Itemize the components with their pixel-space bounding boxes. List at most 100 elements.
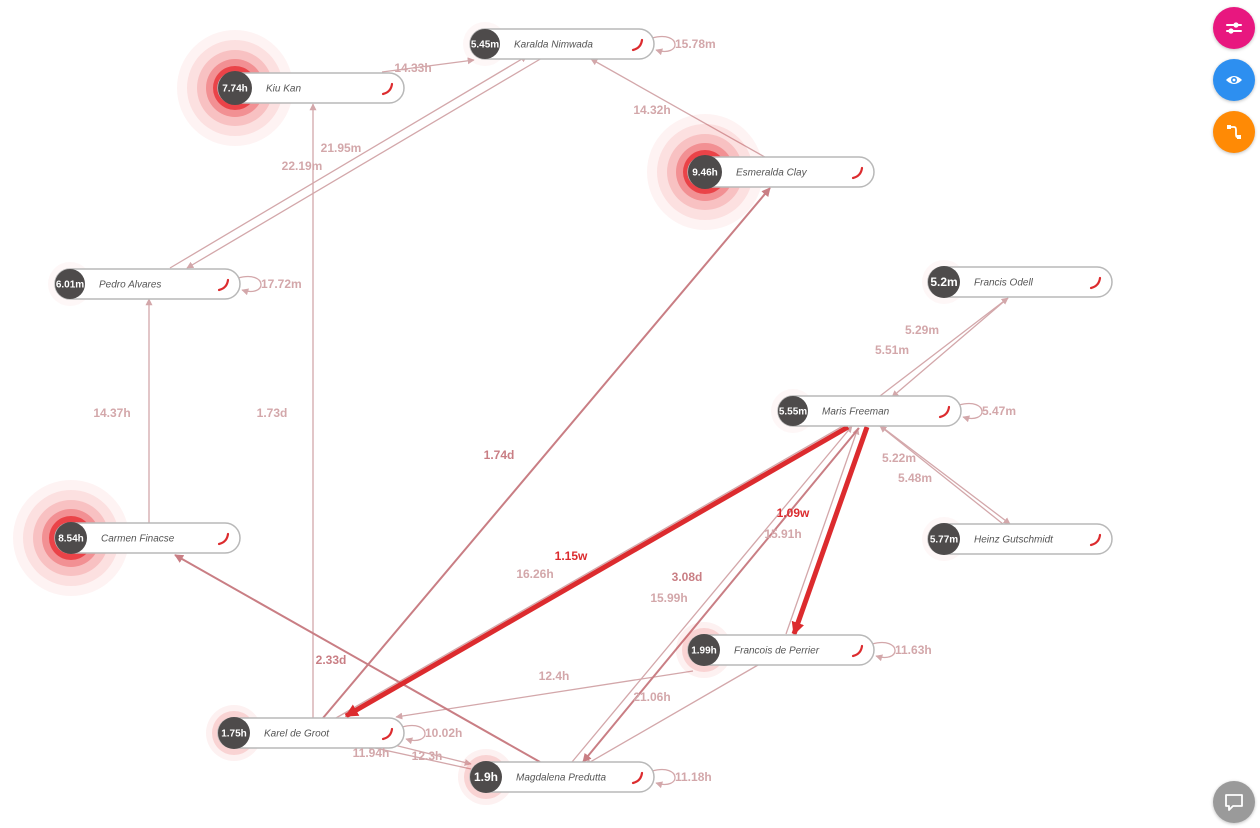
edge-magdalena-to-carmen[interactable] [174, 554, 541, 763]
self-loop-pedro[interactable] [237, 275, 262, 296]
node-name: Maris Freeman [822, 407, 890, 418]
node-name: Francois de Perrier [734, 646, 820, 657]
edge-kiu-to-karalda[interactable] [381, 57, 475, 73]
edge-label-esmeralda-to-karalda: 14.32h [633, 103, 670, 117]
edge-maris-to-francois[interactable] [791, 426, 870, 636]
edge-heinz-to-maris[interactable] [879, 425, 1004, 525]
edge-maris-to-magdalena[interactable] [582, 427, 860, 763]
duration-value: 5.77m [930, 535, 958, 546]
edge-label-karel-to-maris: 16.26h [516, 567, 553, 581]
node-name: Heinz Gutschmidt [974, 535, 1054, 546]
node-pedro[interactable]: 17.72m Pedro Alvares 6.01m [48, 262, 302, 306]
edge-maris-to-heinz[interactable] [881, 426, 1011, 525]
edge-label-maris-to-francois: 1.09w [777, 506, 810, 520]
duration-bubble [218, 717, 250, 749]
duration-value: 1.99h [691, 646, 717, 657]
duration-bubble [928, 523, 960, 555]
filter-button[interactable] [1213, 7, 1255, 49]
path-button[interactable] [1213, 111, 1255, 153]
activity-gauge-icon [851, 166, 864, 180]
node-name: Magdalena Predutta [516, 773, 607, 784]
duration-value: 9.46h [692, 168, 718, 179]
edge-label-maris-to-karel: 1.15w [555, 549, 588, 563]
activity-gauge-icon [217, 278, 230, 292]
edge-karel-to-maris[interactable] [335, 421, 851, 719]
node-magdalena[interactable]: 11.18h Magdalena Predutta 1.9h [458, 749, 712, 805]
node-heinz[interactable]: Heinz Gutschmidt 5.77m [922, 517, 1113, 561]
edge-label-francis-to-maris: 5.51m [875, 343, 909, 357]
node-name: Kiu Kan [266, 84, 301, 95]
route-icon [1227, 125, 1241, 139]
activity-gauge-icon [217, 532, 230, 546]
duration-value: 6.01m [56, 280, 84, 291]
activity-gauge-icon [631, 771, 644, 785]
edge-karel-to-esmeralda[interactable] [322, 187, 771, 719]
node-name: Karel de Groot [264, 729, 330, 740]
eye-icon [1226, 76, 1242, 84]
node-esmeralda[interactable]: Esmeralda Clay 9.46h [647, 114, 875, 230]
self-loop-label: 17.72m [261, 277, 302, 291]
self-loop-francois[interactable] [871, 641, 896, 662]
duration-bubble [928, 266, 960, 298]
view-button[interactable] [1213, 59, 1255, 101]
self-loop-magdalena[interactable] [651, 768, 676, 789]
node-name: Karalda Nimwada [514, 40, 593, 51]
duration-bubble [218, 71, 252, 105]
duration-value: 7.74h [222, 84, 248, 95]
edge-label-magdalena-to-carmen: 2.33d [316, 653, 347, 667]
edge-label-kiu-to-karalda: 14.33h [394, 61, 431, 75]
self-loop-label: 11.18h [675, 770, 712, 784]
edge-label-karel-to-esmeralda: 1.74d [484, 448, 515, 462]
duration-value: 1.9h [474, 770, 498, 784]
duration-bubble [688, 155, 722, 189]
node-kiu[interactable]: Kiu Kan 7.74h [177, 30, 405, 146]
edge-magdalena-to-karel[interactable] [365, 743, 472, 770]
edge-karalda-to-pedro[interactable] [186, 57, 543, 269]
edge-francis-to-maris[interactable] [891, 297, 1009, 398]
edge-label-karel-to-kiu: 1.73d [257, 406, 288, 420]
self-loop-karalda[interactable] [651, 35, 676, 56]
duration-bubble [470, 761, 502, 793]
edge-layer [145, 55, 1011, 770]
edge-karel-to-magdalena[interactable] [389, 743, 472, 766]
edge-francois-to-magdalena[interactable] [584, 664, 759, 766]
node-name: Pedro Alvares [99, 280, 161, 291]
duration-value: 5.2m [930, 275, 957, 289]
self-loop-maris[interactable] [958, 402, 983, 423]
edge-label-francois-to-magdalena: 21.06h [633, 690, 670, 704]
self-loop-label: 10.02h [425, 726, 462, 740]
chat-bubble-icon [1225, 794, 1243, 811]
edge-maris-to-karel[interactable] [344, 424, 850, 719]
duration-bubble [470, 29, 500, 59]
activity-gauge-icon [381, 727, 394, 741]
activity-gauge-icon [381, 82, 394, 96]
edge-label-maris-to-francis: 5.29m [905, 323, 939, 337]
duration-bubble [55, 522, 87, 554]
duration-value: 5.45m [471, 40, 499, 51]
node-name: Esmeralda Clay [736, 168, 808, 179]
edge-label-heinz-to-maris: 5.48m [898, 471, 932, 485]
edge-francois-to-maris[interactable] [785, 427, 860, 635]
duration-value: 8.54h [58, 534, 84, 545]
activity-gauge-icon [1089, 533, 1102, 547]
activity-gauge-icon [1089, 276, 1102, 290]
edge-esmeralda-to-karalda[interactable] [590, 58, 771, 161]
edge-label-maris-to-heinz: 5.22m [882, 451, 916, 465]
activity-gauge-icon [851, 644, 864, 658]
edge-magdalena-to-maris[interactable] [571, 425, 853, 763]
edge-pedro-to-karalda[interactable] [169, 55, 528, 269]
activity-gauge-icon [938, 405, 951, 419]
edge-label-magdalena-to-maris: 15.99h [650, 591, 687, 605]
self-loop-karel[interactable] [401, 724, 426, 745]
edge-label-maris-to-magdalena: 3.08d [672, 570, 703, 584]
chat-button[interactable] [1213, 781, 1255, 823]
duration-bubble [778, 396, 808, 426]
edge-maris-to-francis[interactable] [879, 297, 1009, 397]
